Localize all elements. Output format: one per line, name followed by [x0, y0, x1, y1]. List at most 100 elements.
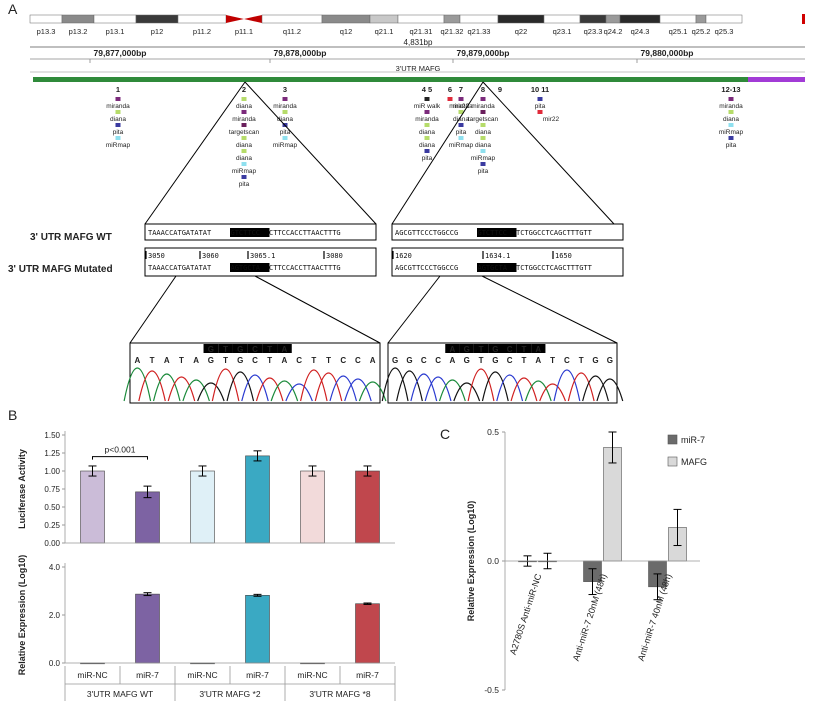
base-call: T	[522, 345, 527, 354]
band-label: q21.33	[468, 27, 491, 36]
site-marker	[728, 97, 734, 101]
chromosome-band	[497, 14, 545, 24]
site-tool-label: pita	[113, 129, 124, 136]
chromosome-band	[659, 14, 697, 24]
trace-peak	[567, 372, 595, 402]
trace-peak	[496, 374, 524, 402]
band-label: p11.2	[193, 27, 211, 36]
wt-sequence-site: GTCTTCC	[231, 229, 261, 237]
base-call: G	[237, 345, 243, 354]
site-number: 7	[459, 85, 463, 94]
coordinate-label: 79,880,000bp	[641, 48, 694, 58]
trace-peak	[182, 379, 210, 402]
y-tick-label: 0.5	[487, 427, 499, 437]
base-call: A	[282, 345, 288, 354]
zoom-line	[254, 275, 381, 344]
utr-track-green	[33, 77, 748, 82]
site-marker	[241, 136, 247, 140]
site-tool-label: pita	[535, 103, 546, 110]
zoom-line	[482, 81, 615, 225]
site-marker	[480, 136, 486, 140]
site-marker	[728, 136, 734, 140]
trace-peak	[524, 380, 552, 402]
y-tick-label: 1.50	[44, 431, 60, 440]
bar	[135, 593, 160, 664]
wt-sequence-suffix: TCTGGCCTCAGCTTTGTT	[516, 229, 593, 237]
base-call: C	[296, 356, 302, 365]
mut-sequence-suffix: CTTCCACCTTAACTTTG	[269, 264, 341, 272]
base-call: C	[507, 356, 513, 365]
site-tool-label: miranda	[471, 103, 495, 110]
site-marker	[282, 97, 288, 101]
band-label: p13.3	[37, 27, 56, 36]
base-call: A	[134, 356, 140, 365]
trace-peak	[481, 371, 509, 402]
site-marker	[424, 110, 430, 114]
band-label: q25.2	[692, 27, 711, 36]
bar	[355, 470, 380, 544]
site-marker	[480, 149, 486, 153]
trace-peak	[300, 369, 328, 402]
base-call: G	[492, 345, 498, 354]
ruler-label: 1650	[555, 252, 572, 260]
trace-peak	[438, 379, 466, 402]
site-number: 9	[498, 85, 502, 94]
base-call: T	[223, 345, 228, 354]
band-label: q24.3	[631, 27, 650, 36]
base-call: T	[479, 356, 484, 365]
zoom-line	[144, 81, 246, 225]
group-label: 3'UTR MAFG *8	[309, 689, 370, 699]
base-call: T	[150, 356, 155, 365]
chromosome-band	[177, 14, 227, 24]
base-call: C	[252, 356, 258, 365]
utr-track-purple	[748, 77, 805, 82]
band-label: q25.1	[669, 27, 688, 36]
legend-swatch	[667, 434, 678, 445]
site-marker	[458, 136, 464, 140]
site-tool-label: diana	[277, 116, 293, 123]
site-tool-label: pita	[456, 129, 467, 136]
site-tool-label: diana	[453, 116, 469, 123]
y-tick-label: 1.00	[44, 467, 60, 476]
band-label: q22	[515, 27, 528, 36]
site-tool-label: miRmap	[719, 129, 744, 136]
base-call: G	[464, 345, 470, 354]
mut-sequence-site: AGTGCTA	[478, 264, 508, 272]
site-marker	[458, 123, 464, 127]
site-tool-label: diana	[723, 116, 739, 123]
site-number: 1	[116, 85, 120, 94]
y-tick-label: 0.00	[44, 539, 60, 548]
site-marker	[282, 110, 288, 114]
base-call-highlight	[218, 344, 233, 353]
x-category-label: miR-NC	[297, 670, 327, 680]
base-call: C	[421, 356, 427, 365]
base-call: A	[193, 356, 199, 365]
significance-bracket	[92, 456, 148, 460]
site-number: 10 11	[531, 85, 549, 94]
band-label: q12	[340, 27, 353, 36]
site-marker	[282, 136, 288, 140]
base-call: A	[535, 345, 541, 354]
zoom-line	[387, 275, 441, 344]
site-marker	[241, 123, 247, 127]
trace-peak	[285, 383, 313, 402]
base-call-highlight	[502, 344, 517, 353]
base-call-highlight	[445, 344, 460, 353]
chromosome-band	[443, 14, 461, 24]
site-tool-label: miranda	[106, 103, 130, 110]
base-call: T	[267, 345, 272, 354]
y-tick-label: -0.5	[484, 685, 499, 695]
significance-label: p<0.001	[105, 445, 136, 455]
mut-sequence-frame	[144, 247, 377, 277]
site-tool-label: diana	[110, 116, 126, 123]
chromosome-band	[369, 14, 399, 24]
base-call: T	[326, 356, 331, 365]
trace-peak	[539, 383, 567, 402]
site-tool-label: miRmap	[449, 142, 474, 149]
site-tool-label: miRmap	[106, 142, 131, 149]
site-tool-label: diana	[475, 129, 491, 136]
site-tool-label: targetscan	[468, 116, 499, 123]
chromosome-band	[397, 14, 445, 24]
